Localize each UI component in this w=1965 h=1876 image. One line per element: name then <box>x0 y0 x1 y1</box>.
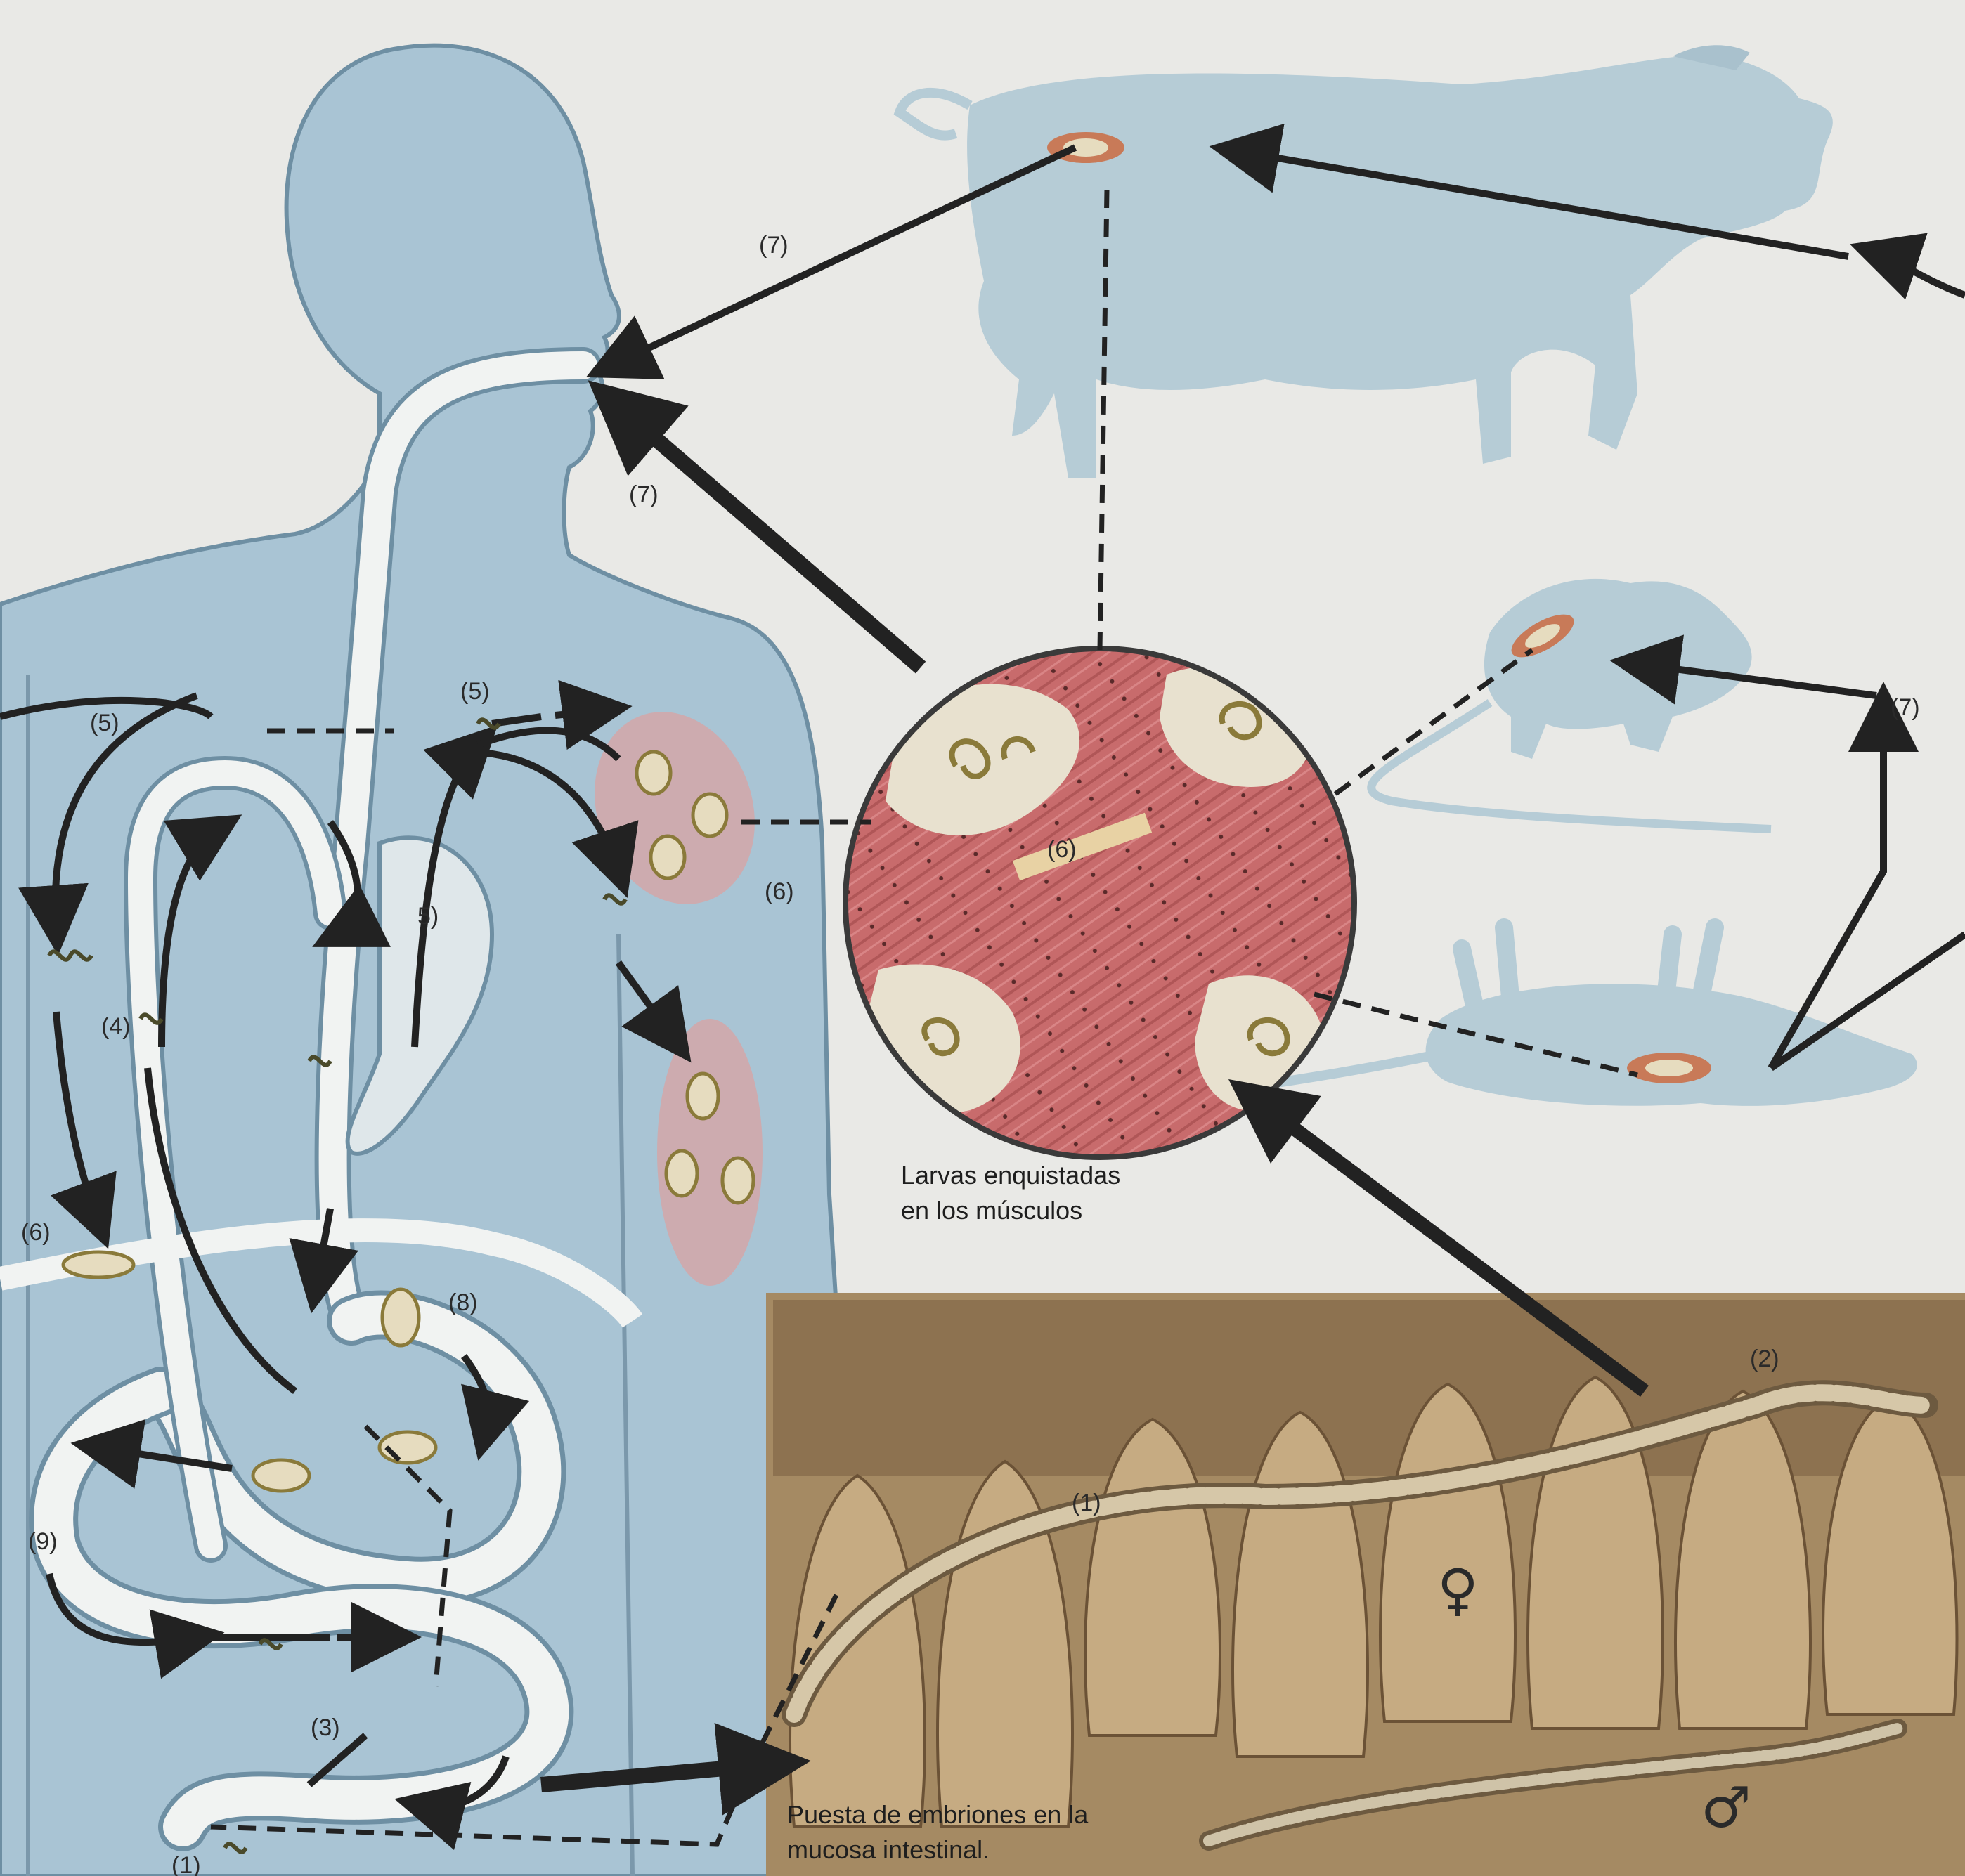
caption-embryos-line1: Puesta de embriones en la <box>787 1800 1089 1829</box>
arm-cyst-a <box>687 1074 718 1119</box>
arm-cyst-c <box>722 1158 753 1203</box>
label-shoulder-5: (5) <box>460 678 490 705</box>
connector-rat-upper-circle <box>1335 650 1532 794</box>
arm-muscle-patch <box>657 1019 763 1286</box>
shoulder-cyst-b <box>693 794 727 836</box>
human-body <box>0 46 871 1876</box>
vessel-cyst <box>63 1252 134 1277</box>
arrow-to-shoulder <box>576 710 604 713</box>
caption-encysted-line2: en los músculos <box>901 1196 1082 1225</box>
pig-tail <box>900 93 970 136</box>
caption-encysted-line1: Larvas enquistadas <box>901 1161 1120 1190</box>
caption-embryos-line2: mucosa intestinal. <box>787 1835 990 1864</box>
label-intestine-3: (3) <box>311 1714 340 1741</box>
label-heart-5: 5) <box>417 903 439 930</box>
label-gut-2: (2) <box>1750 1346 1779 1372</box>
arm-muscle <box>657 1019 763 1286</box>
stomach-cyst-c <box>253 1460 309 1491</box>
stomach-cyst-a <box>382 1289 419 1346</box>
label-arm-6: (6) <box>765 878 794 905</box>
label-circle-6: (6) <box>1047 836 1077 863</box>
label-gut-1: (1) <box>1072 1490 1101 1516</box>
rat-upper-body <box>1484 579 1752 759</box>
label-left-5: (5) <box>90 710 119 736</box>
label-left-9: (9) <box>28 1528 58 1555</box>
label-bottom-1: (1) <box>171 1852 201 1876</box>
rat-upper <box>1371 579 1771 829</box>
label-mouth-7: (7) <box>759 232 789 259</box>
intestinal-mucosa-inset: ♀ ♂ (1) (2) <box>766 1293 1965 1876</box>
label-stomach-8: (8) <box>448 1289 478 1316</box>
label-left-4: (4) <box>101 1013 131 1040</box>
label-neck-7: (7) <box>629 481 659 508</box>
magnified-muscle: (6) <box>845 649 1354 1157</box>
pig <box>900 45 1833 478</box>
female-symbol: ♀ <box>1437 1557 1479 1622</box>
pig-body <box>967 55 1833 478</box>
label-rat-7: (7) <box>1891 694 1920 721</box>
shoulder-cyst-a <box>637 752 670 794</box>
shoulder-cyst-c <box>651 836 685 878</box>
male-symbol: ♂ <box>1701 1775 1751 1840</box>
rat-lower-cyst <box>1645 1060 1693 1076</box>
label-left-6: (6) <box>21 1219 51 1246</box>
arrow-from-right-to-pig <box>1876 253 1965 295</box>
arm-cyst-b <box>666 1151 697 1196</box>
